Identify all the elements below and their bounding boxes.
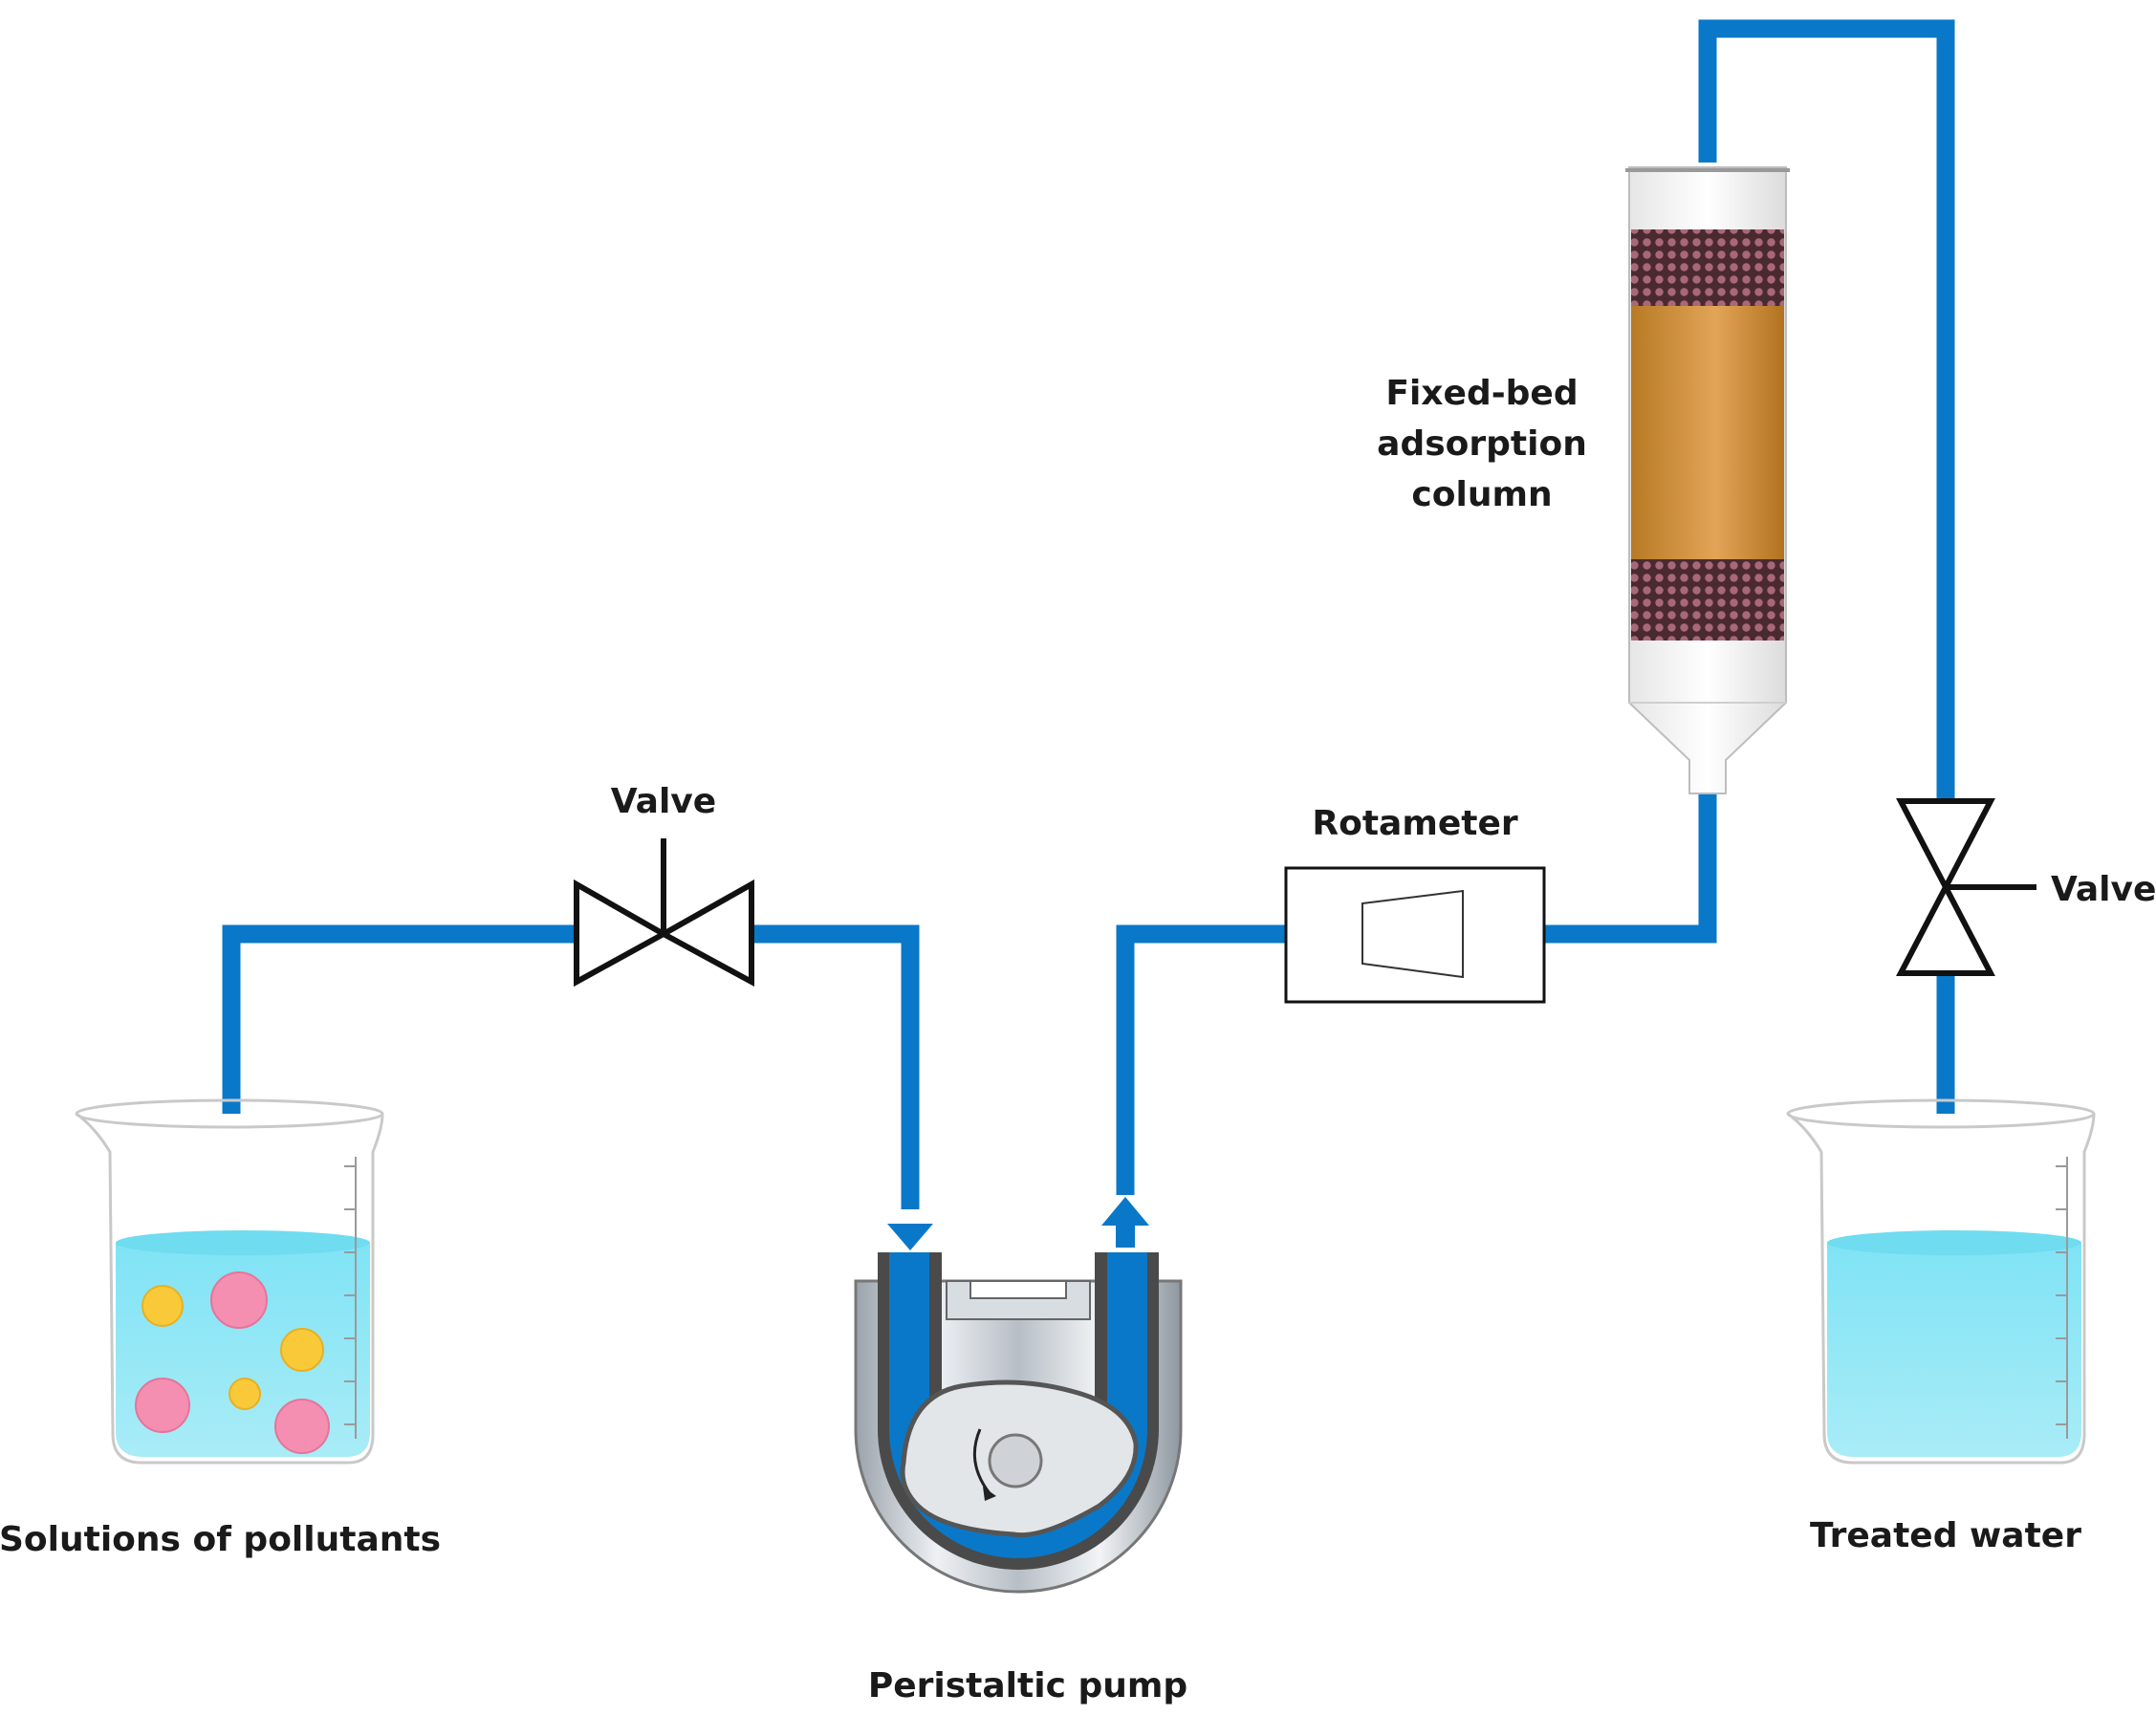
bead-layer-top — [1631, 229, 1784, 306]
flow-arrow-up-icon — [1101, 1197, 1149, 1226]
adsorbent-bed — [1631, 306, 1784, 559]
treated-water — [1827, 1243, 2081, 1457]
product-beaker — [1786, 1098, 2096, 1465]
pipe-rotameter-to-column — [1544, 793, 1717, 944]
pipe-column-to-valve — [1698, 19, 1955, 801]
rotameter-label: Rotameter — [1312, 804, 1518, 843]
valve-left — [574, 838, 754, 988]
column-label-line3: column — [1411, 475, 1552, 514]
valve-left-label: Valve — [611, 782, 716, 821]
valve-right-label: Valve — [2051, 870, 2156, 909]
source-beaker-label: Solutions of pollutants — [0, 1520, 441, 1559]
valve-right — [1896, 798, 2036, 976]
column-label-line2: adsorption — [1377, 424, 1587, 464]
column-label-line1: Fixed-bed — [1385, 374, 1578, 413]
pipe-pump-to-rotameter — [1116, 924, 1286, 1195]
flow-arrow-down-icon — [887, 1224, 933, 1250]
bead-layer-bottom — [1631, 559, 1784, 641]
pipe-network — [222, 19, 1955, 1209]
pump-label: Peristaltic pump — [868, 1666, 1187, 1705]
rotameter-float-icon — [1361, 889, 1464, 979]
pollutant-particles — [135, 1271, 330, 1454]
rotameter — [1284, 866, 1546, 1004]
adsorption-column — [1625, 166, 1790, 794]
rotor-hub — [988, 1433, 1043, 1488]
peristaltic-pump — [854, 1252, 1183, 1594]
rotation-arrow-icon — [972, 1428, 991, 1494]
product-beaker-label: Treated water — [1810, 1516, 2081, 1555]
pipe-valve-to-pump — [751, 924, 920, 1209]
source-beaker — [75, 1098, 384, 1465]
